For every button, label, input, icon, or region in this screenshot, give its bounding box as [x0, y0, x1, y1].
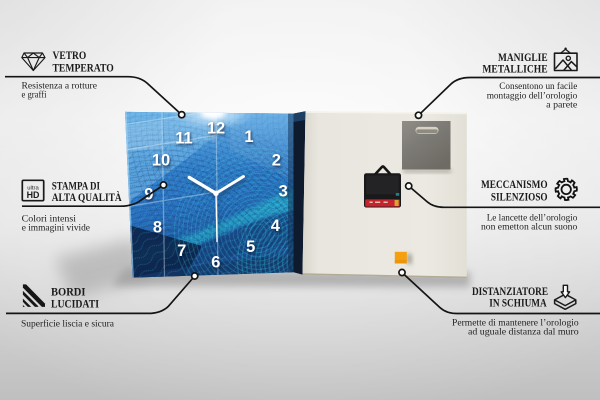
svg-text:METALLICHE: METALLICHE	[482, 64, 547, 76]
svg-text:1: 1	[244, 128, 253, 146]
svg-text:MECCANISMO: MECCANISMO	[481, 179, 548, 191]
svg-text:3: 3	[279, 182, 288, 200]
svg-text:MANIGLIE: MANIGLIE	[498, 52, 548, 64]
svg-text:ultra: ultra	[27, 186, 39, 192]
svg-text:BORDI: BORDI	[51, 287, 86, 299]
svg-text:8: 8	[153, 219, 162, 237]
svg-text:Superficie liscia e sicura: Superficie liscia e sicura	[21, 318, 115, 329]
svg-text:VETRO: VETRO	[53, 50, 87, 62]
svg-text:DISTANZIATORE: DISTANZIATORE	[472, 286, 548, 298]
svg-text:Resistenza a rotture: Resistenza a rotture	[22, 81, 98, 92]
svg-text:STAMPA DI: STAMPA DI	[52, 180, 100, 192]
svg-text:Le lancette dell’orologio: Le lancette dell’orologio	[487, 212, 578, 223]
svg-text:Permette di mantenere l’orolog: Permette di mantenere l’orologio	[452, 317, 579, 328]
svg-text:non emetton alcun suono: non emetton alcun suono	[481, 222, 577, 233]
svg-text:7: 7	[177, 242, 186, 260]
svg-text:e immagini vivide: e immagini vivide	[22, 223, 90, 234]
svg-text:11: 11	[175, 129, 192, 147]
svg-text:SILENZIOSO: SILENZIOSO	[491, 191, 548, 203]
svg-text:TEMPERATO: TEMPERATO	[53, 62, 115, 74]
svg-text:4: 4	[271, 217, 281, 235]
svg-text:ad uguale distanza dal muro: ad uguale distanza dal muro	[468, 326, 579, 337]
svg-text:IN SCHIUMA: IN SCHIUMA	[489, 298, 546, 310]
svg-text:a parete: a parete	[546, 99, 577, 110]
svg-text:ALTA QUALITÀ: ALTA QUALITÀ	[52, 192, 122, 204]
svg-text:HD: HD	[27, 190, 40, 200]
svg-text:Consentono un facile: Consentono un facile	[499, 81, 577, 92]
svg-text:e graffi: e graffi	[22, 89, 47, 100]
svg-text:montaggio dell’orologio: montaggio dell’orologio	[487, 90, 578, 101]
svg-text:10: 10	[152, 152, 170, 170]
svg-text:6: 6	[211, 253, 220, 271]
svg-text:Colori intensi: Colori intensi	[22, 214, 77, 225]
svg-text:2: 2	[272, 151, 281, 169]
svg-text:5: 5	[246, 238, 255, 256]
svg-text:12: 12	[207, 119, 225, 137]
svg-text:LUCIDATI: LUCIDATI	[51, 299, 99, 311]
